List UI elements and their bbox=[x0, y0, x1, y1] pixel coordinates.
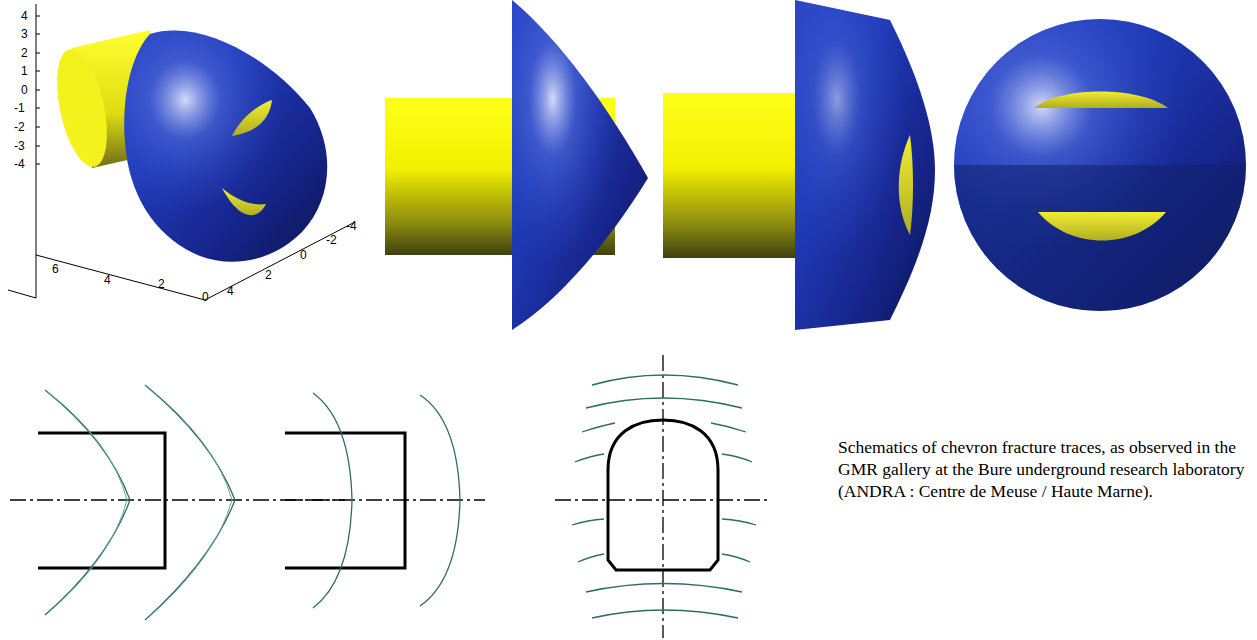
axis-tick-label: -1 bbox=[14, 101, 25, 115]
axis-tick-label: 0 bbox=[202, 290, 209, 304]
schematic-curved bbox=[285, 393, 485, 608]
axis-tick-label: -4 bbox=[14, 157, 25, 171]
side-view-chevron bbox=[385, 0, 648, 330]
axis-tick-label: 0 bbox=[21, 83, 28, 97]
axis-tick-label: 4 bbox=[227, 284, 234, 298]
schematic-chevron bbox=[10, 385, 345, 620]
axis-tick-label: 2 bbox=[265, 268, 272, 282]
axis-tick-label: 6 bbox=[52, 262, 59, 276]
axis-tick-label: 2 bbox=[158, 277, 165, 291]
axis-tick-label: 3 bbox=[21, 27, 28, 41]
schematic-tunnel bbox=[555, 355, 770, 638]
dome-3d bbox=[124, 30, 327, 261]
axis-tick-label: -4 bbox=[346, 219, 357, 233]
axis-tick-label: 0 bbox=[300, 248, 307, 262]
axis-tick-label: 4 bbox=[104, 273, 111, 287]
side-view-curved bbox=[663, 0, 935, 330]
axis-tick-label: -2 bbox=[326, 233, 337, 247]
caption-text: Schematics of chevron fracture traces, a… bbox=[838, 436, 1248, 502]
axis-tick-label: 4 bbox=[21, 9, 28, 23]
front-view bbox=[954, 19, 1246, 311]
axis-tick-label: -3 bbox=[14, 139, 25, 153]
axis-tick-label: 1 bbox=[21, 64, 28, 78]
axes-3d bbox=[8, 4, 355, 300]
axis-tick-label: 2 bbox=[21, 46, 28, 60]
axis-tick-label: -2 bbox=[14, 120, 25, 134]
